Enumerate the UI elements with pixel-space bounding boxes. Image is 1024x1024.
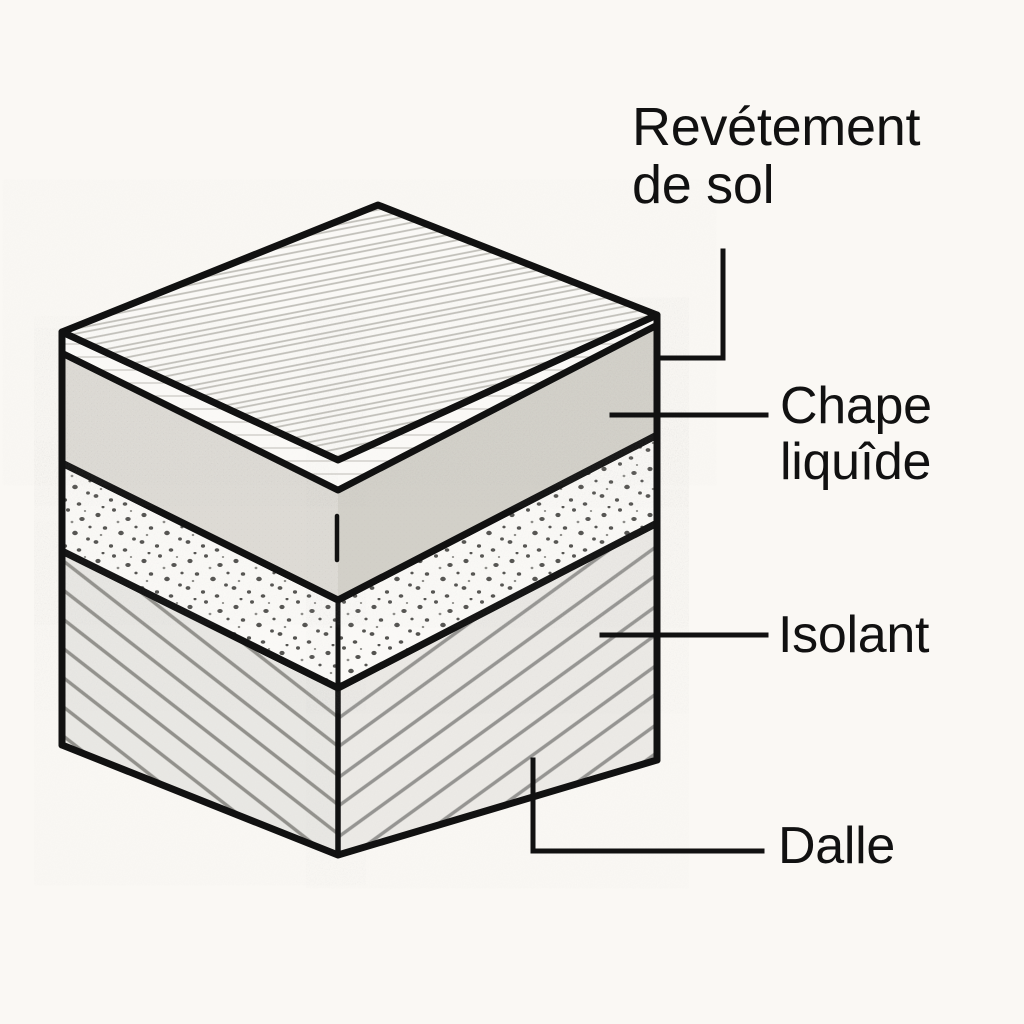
callout-label-chape-liquide: Chape liquîde <box>780 377 932 492</box>
callout-label-revetement-de-sol: Revétement de sol <box>632 97 921 216</box>
block-outline <box>58 311 661 764</box>
leader-revetement-de-sol <box>655 248 726 361</box>
callout-label-isolant: Isolant <box>778 606 930 664</box>
leader-dalle <box>530 757 765 854</box>
leader-lines <box>530 248 769 854</box>
callout-label-dalle: Dalle <box>778 817 895 875</box>
